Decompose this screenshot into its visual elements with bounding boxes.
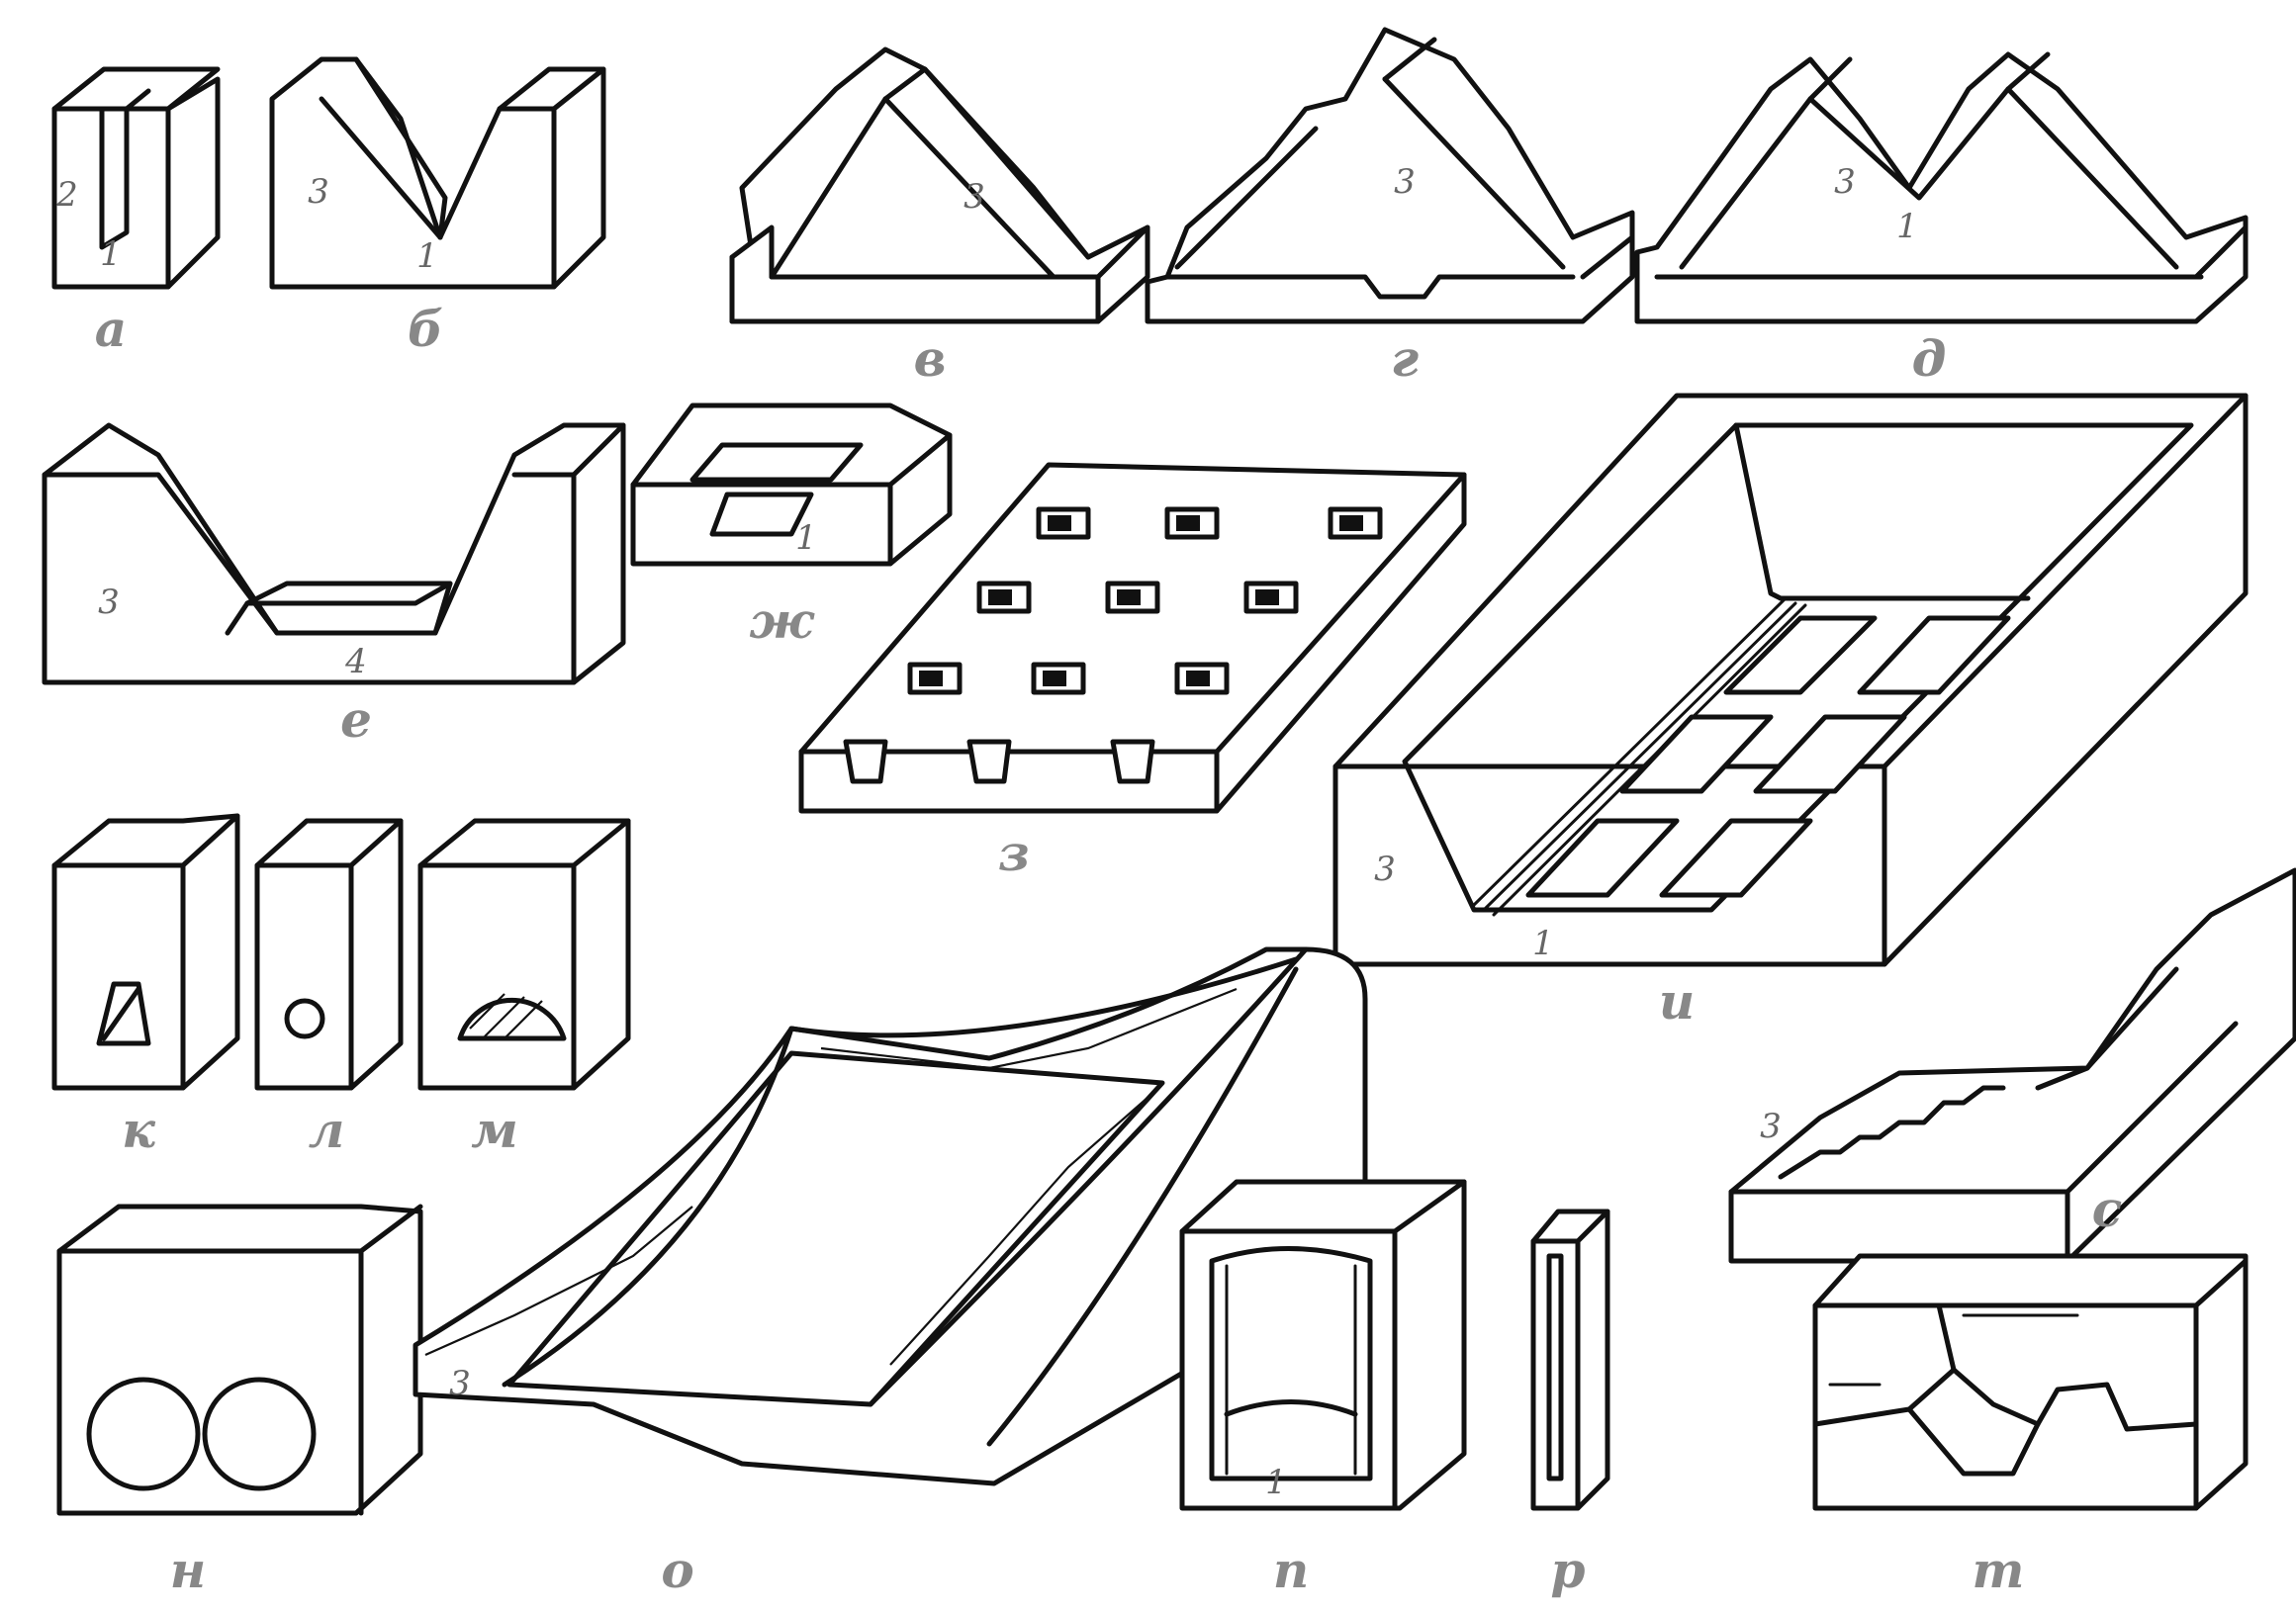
fig-z-slab-with-pits: з	[798, 462, 1467, 882]
fig-i-large-excavation: 3 1 и	[1332, 393, 2249, 1031]
fig-s-label-3: 3	[1760, 1107, 1782, 1146]
fig-b-v-trench-block: 3 1 б	[269, 56, 606, 358]
fig-d-label-1: 1	[1896, 207, 1918, 246]
fig-z-edge-notch-1	[843, 739, 888, 784]
fig-z-edge-notch-3	[1110, 739, 1155, 784]
fig-z-caption: з	[998, 824, 1030, 882]
fig-t-block-with-channel: т	[1812, 1253, 2249, 1599]
fig-b-label-1: 1	[416, 236, 438, 276]
fig-e-label-3: 3	[98, 583, 120, 622]
fig-k-caption: к	[122, 1101, 156, 1159]
fig-z-pit-4	[976, 581, 1032, 614]
fig-s-stepped-slope: 3 с	[1728, 867, 2296, 1264]
fig-a-label-2: 2	[55, 175, 78, 215]
fig-v-label-3: 3	[964, 177, 985, 217]
fig-d-double-embankment: 3 1 д	[1634, 51, 2249, 388]
fig-z-edge-notch-2	[966, 739, 1012, 784]
fig-g-label-3: 3	[1394, 162, 1416, 202]
fig-zh-pit: 1 ж	[630, 403, 953, 650]
fig-k-block-trapezoid-hole: к	[51, 813, 240, 1159]
fig-m-caption: м	[471, 1101, 518, 1159]
fig-d-label-3: 3	[1834, 162, 1856, 202]
fig-e-label-4: 4	[344, 642, 367, 681]
fig-z-pit-9	[1174, 662, 1230, 695]
fig-e-caption: е	[340, 690, 372, 749]
fig-p-caption: п	[1273, 1541, 1309, 1599]
fig-a-caption: а	[95, 300, 127, 358]
fig-zh-caption: ж	[749, 591, 815, 650]
fig-g-embankment-notched: 3 г	[1145, 27, 1635, 388]
fig-n-caption: н	[170, 1541, 206, 1599]
fig-i-label-3: 3	[1374, 850, 1396, 889]
fig-s-caption: с	[2092, 1180, 2122, 1238]
fig-d-caption: д	[1912, 329, 1947, 388]
fig-v-embankment: 3 в	[729, 46, 1150, 388]
fig-v-caption: в	[914, 329, 947, 388]
fig-z-pit-7	[907, 662, 963, 695]
fig-z-pit-8	[1031, 662, 1086, 695]
fig-r-caption: р	[1551, 1541, 1586, 1599]
fig-t-caption: т	[1973, 1541, 2025, 1599]
fig-r-slotted-column: р	[1530, 1209, 1610, 1599]
fig-l-block-round-hole: л	[254, 818, 404, 1159]
fig-zh-label-1: 1	[795, 518, 817, 558]
fig-z-pit-3	[1328, 506, 1383, 540]
fig-p-block-arch-tunnel: 1 п	[1179, 1179, 1467, 1599]
fig-p-label-1: 1	[1265, 1463, 1287, 1502]
fig-b-label-3: 3	[308, 172, 329, 212]
fig-b-caption: б	[408, 300, 443, 358]
fig-a-label-1: 1	[100, 234, 122, 274]
fig-m-block-arch-hole: м	[417, 818, 631, 1159]
fig-i-label-1: 1	[1532, 924, 1554, 963]
fig-z-pit-6	[1243, 581, 1299, 614]
fig-i-caption: и	[1659, 972, 1695, 1031]
fig-a-narrow-slot-block: 2 1 а	[51, 66, 221, 358]
fig-g-caption: г	[1391, 329, 1419, 388]
fig-o-label-3: 3	[449, 1364, 471, 1403]
fig-e-wide-trench: 3 4 е	[42, 422, 626, 749]
fig-z-pit-2	[1164, 506, 1220, 540]
fig-n-block-twin-tunnels: н	[56, 1204, 423, 1599]
fig-z-pit-5	[1105, 581, 1160, 614]
fig-z-pit-1	[1036, 506, 1091, 540]
fig-o-curved-channel: 3 о	[413, 946, 1368, 1599]
fig-o-caption: о	[661, 1541, 693, 1599]
fig-l-caption: л	[309, 1101, 345, 1159]
